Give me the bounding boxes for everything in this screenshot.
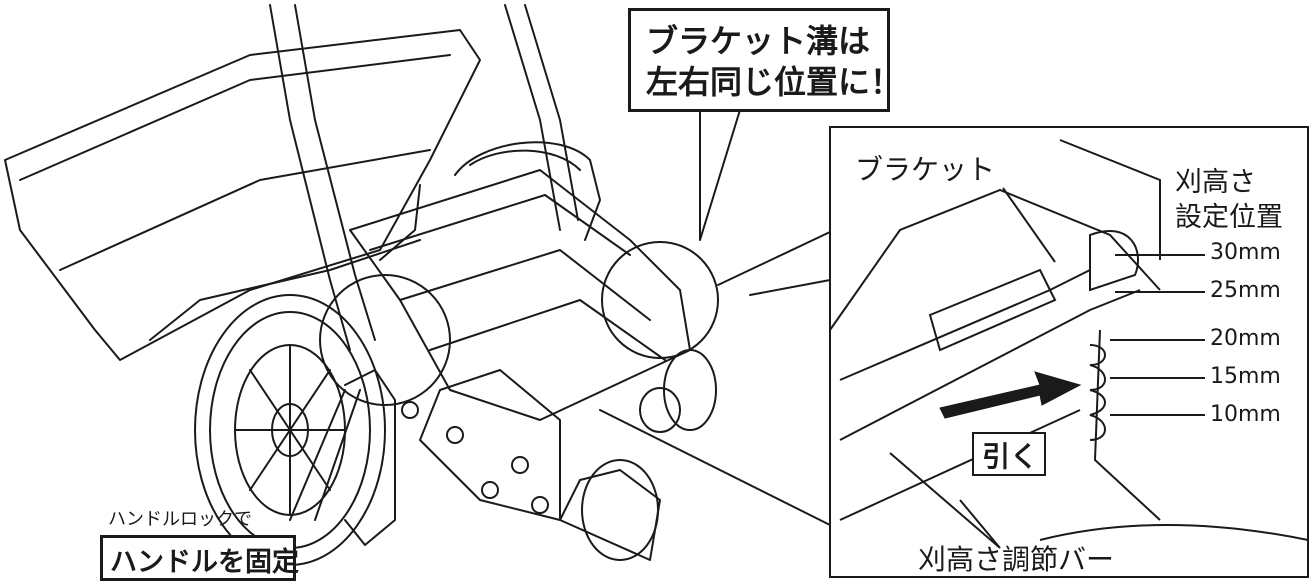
handle-lock-callout [100,535,296,581]
height-adjust-bar-label: 刈高さ調節バー [918,543,1115,576]
bracket-note-line2: 左右同じ位置に！ [646,63,903,101]
handle-lock-caption: ハンドルロックで [108,509,252,530]
height-25mm: 25mm [1210,278,1281,303]
height-15mm: 15mm [1210,364,1281,389]
pull-label: 引く [982,440,1039,473]
height-10mm: 10mm [1210,402,1281,427]
height-30mm: 30mm [1210,240,1281,265]
height-20mm: 20mm [1210,326,1281,351]
bracket-note-callout [628,8,890,112]
height-setting-label-line1: 刈高さ [1175,167,1256,198]
bracket-note-line1: ブラケット溝は [646,22,871,60]
handle-lock-text: ハンドルを固定 [110,547,299,578]
height-setting-label-line2: 設定位置 [1175,202,1283,233]
bracket-label: ブラケット [855,153,996,186]
pull-label-box [972,432,1046,476]
